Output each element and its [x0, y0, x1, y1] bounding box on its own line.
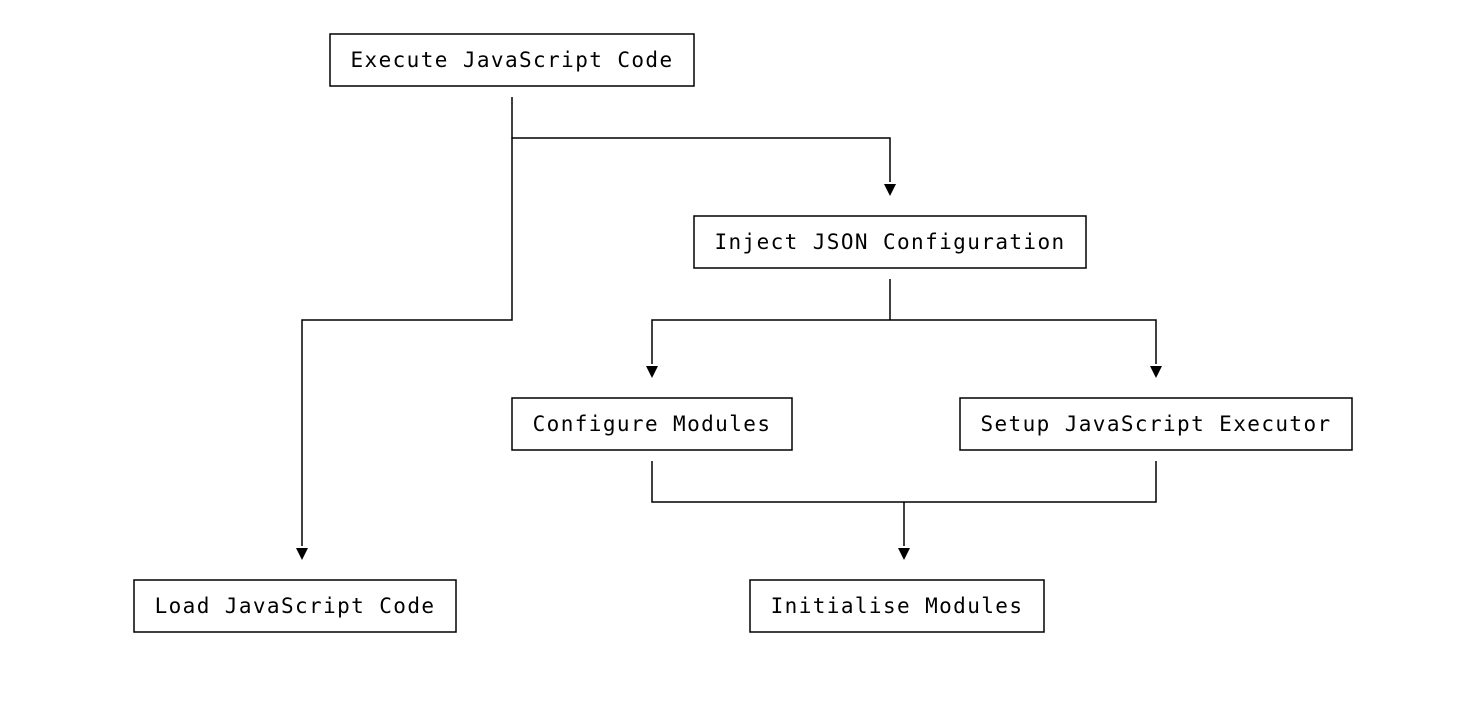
edge-execute-to-inject	[511, 97, 891, 182]
node-setup-javascript-executor: Setup JavaScript Executor	[959, 397, 1353, 451]
node-inject-json-configuration: Inject JSON Configuration	[693, 215, 1087, 269]
node-initialise-modules: Initialise Modules	[749, 579, 1045, 633]
arrowhead-inject	[884, 184, 896, 196]
node-load-javascript-code: Load JavaScript Code	[133, 579, 457, 633]
edge-inject-to-setup	[890, 319, 1157, 364]
arrowhead-setup	[1150, 366, 1162, 378]
node-label: Initialise Modules	[771, 594, 1024, 618]
node-configure-modules: Configure Modules	[511, 397, 793, 451]
arrowhead-load	[296, 548, 308, 560]
edges	[296, 97, 1162, 560]
edge-execute-to-load	[301, 138, 513, 546]
arrowhead-configure	[646, 366, 658, 378]
edge-setup-to-initialise	[904, 461, 1157, 503]
node-label: Configure Modules	[533, 412, 772, 436]
node-label: Execute JavaScript Code	[351, 48, 674, 72]
node-label: Load JavaScript Code	[155, 594, 436, 618]
edge-inject-to-configure	[651, 319, 890, 364]
edge-configure-to-initialise	[651, 461, 904, 503]
node-execute-javascript-code: Execute JavaScript Code	[329, 33, 695, 87]
arrowhead-initialise	[898, 548, 910, 560]
node-label: Inject JSON Configuration	[714, 230, 1065, 254]
node-label: Setup JavaScript Executor	[980, 412, 1331, 436]
